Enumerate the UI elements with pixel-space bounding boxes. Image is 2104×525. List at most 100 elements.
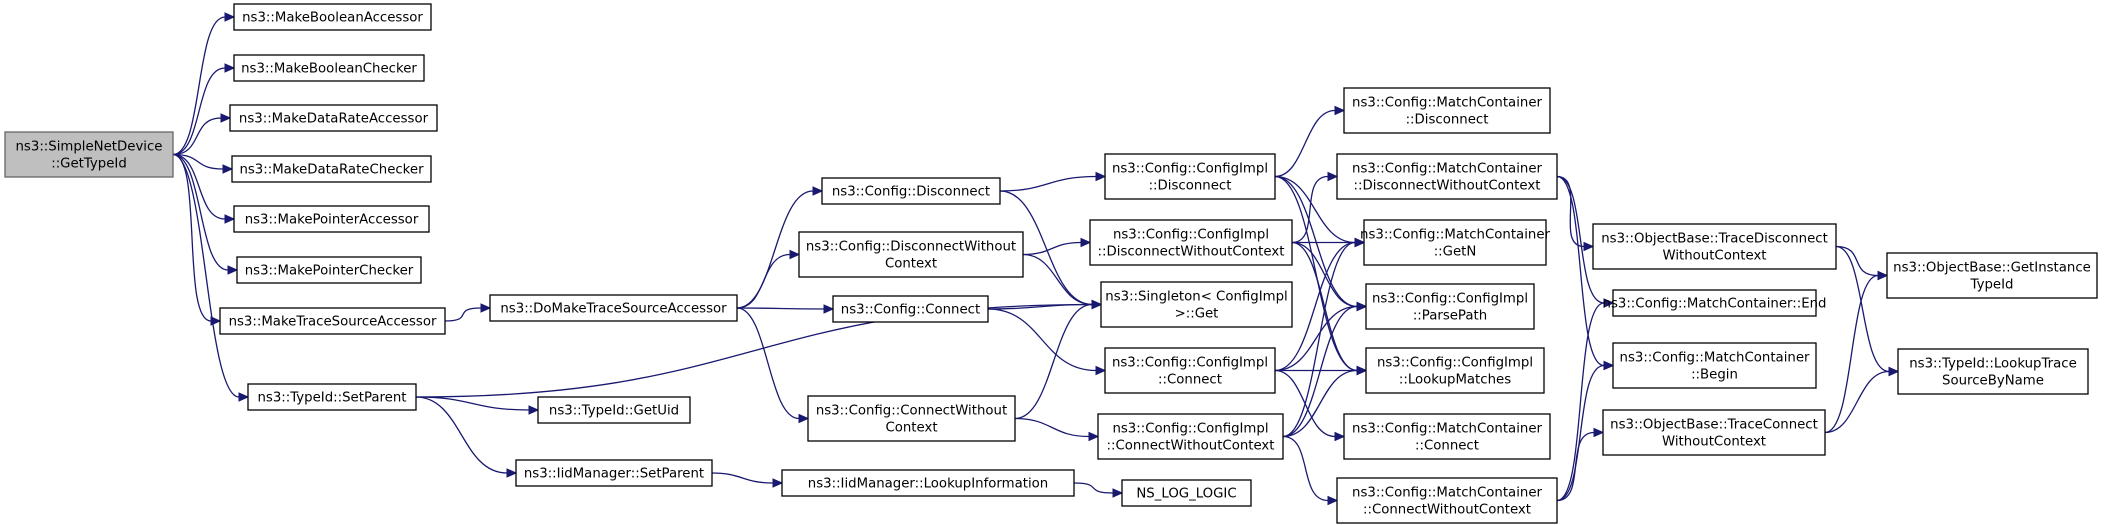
node-box-mcend[interactable] xyxy=(1612,289,1817,317)
edge-mcdwc-to-mcend xyxy=(1556,175,1605,304)
node-box-ccon[interactable] xyxy=(832,295,989,323)
node-label-ccon-line-0: ns3::Config::Connect xyxy=(841,303,980,318)
node-mdra[interactable]: ns3::MakeDataRateAccessor xyxy=(229,104,438,132)
node-box-mpc[interactable] xyxy=(236,256,422,284)
node-mdrc[interactable]: ns3::MakeDataRateChecker xyxy=(231,155,432,183)
node-mcgetn[interactable]: ns3::Config::MatchContainer::GetN xyxy=(1360,219,1551,266)
node-box-cicwc[interactable] xyxy=(1097,413,1284,460)
node-box-tsp[interactable] xyxy=(247,383,417,411)
node-label-mtsa-line-0: ns3::MakeTraceSourceAccessor xyxy=(229,315,437,330)
node-nslog[interactable]: NS_LOG_LOGIC xyxy=(1121,479,1252,507)
node-label-obgit-line-0: ns3::ObjectBase::GetInstance xyxy=(1893,261,2091,276)
arrowhead-root-to-mbc xyxy=(224,63,236,73)
node-box-cicon[interactable] xyxy=(1104,347,1276,394)
arrowhead-root-to-mpc xyxy=(227,265,239,275)
node-box-imsp[interactable] xyxy=(515,459,713,487)
node-box-mpa[interactable] xyxy=(233,205,430,233)
node-label-cidwc-line-0: ns3::Config::ConfigImpl xyxy=(1113,228,1269,243)
node-tsp[interactable]: ns3::TypeId::SetParent xyxy=(247,383,417,411)
node-mcbegin[interactable]: ns3::Config::MatchContainer::Begin xyxy=(1612,342,1817,389)
edge-cdis-to-cidis xyxy=(999,175,1097,192)
node-box-ciparse[interactable] xyxy=(1365,283,1535,330)
node-obtcwc[interactable]: ns3::ObjectBase::TraceConnectWithoutCont… xyxy=(1602,409,1826,456)
node-box-imli[interactable] xyxy=(781,469,1075,497)
node-box-mba[interactable] xyxy=(233,3,432,31)
node-cdwc[interactable]: ns3::Config::DisconnectWithoutContext xyxy=(798,231,1024,278)
node-mtsa[interactable]: ns3::MakeTraceSourceAccessor xyxy=(219,307,446,335)
node-box-mdrc[interactable] xyxy=(231,155,432,183)
node-label-mbc-line-0: ns3::MakeBooleanChecker xyxy=(241,62,417,77)
node-box-obtdwc[interactable] xyxy=(1592,223,1837,270)
arrowhead-cicwc-to-mccwc xyxy=(1327,495,1339,506)
node-mccon[interactable]: ns3::Config::MatchContainer::Connect xyxy=(1343,413,1551,460)
node-sget[interactable]: ns3::Singleton< ConfigImpl>::Get xyxy=(1100,281,1293,328)
arrowhead-cdwc-to-cidwc xyxy=(1080,237,1092,248)
node-box-nslog[interactable] xyxy=(1121,479,1252,507)
node-mcdwc[interactable]: ns3::Config::MatchContainer::DisconnectW… xyxy=(1336,153,1558,200)
node-box-mcdis[interactable] xyxy=(1343,87,1551,134)
node-mccwc[interactable]: ns3::Config::MatchContainer::ConnectWith… xyxy=(1336,477,1558,524)
node-mpa[interactable]: ns3::MakePointerAccessor xyxy=(233,205,430,233)
node-box-mcdwc[interactable] xyxy=(1336,153,1558,200)
edge-ccon-to-sget xyxy=(987,303,1093,310)
edge-imsp-to-imli xyxy=(711,472,774,484)
node-root[interactable]: ns3::SimpleNetDevice::GetTypeId xyxy=(4,131,174,178)
node-mpc[interactable]: ns3::MakePointerChecker xyxy=(236,256,422,284)
arrowhead-cidwc-to-mcdwc xyxy=(1327,171,1339,182)
node-box-tgu[interactable] xyxy=(537,396,691,424)
node-mba[interactable]: ns3::MakeBooleanAccessor xyxy=(233,3,432,31)
node-mcend[interactable]: ns3::Config::MatchContainer::End xyxy=(1603,289,1827,317)
node-cicwc[interactable]: ns3::Config::ConfigImpl::ConnectWithoutC… xyxy=(1097,413,1284,460)
node-cdis[interactable]: ns3::Config::Disconnect xyxy=(821,177,1001,205)
node-box-cidwc[interactable] xyxy=(1089,219,1293,266)
node-ccwc[interactable]: ns3::Config::ConnectWithoutContext xyxy=(807,395,1016,442)
arrowhead-cicwc-to-mcgetn xyxy=(1354,237,1366,248)
node-box-tlts[interactable] xyxy=(1897,348,2089,395)
edge-cicwc-to-mccwc xyxy=(1282,435,1329,502)
node-box-obtcwc[interactable] xyxy=(1602,409,1826,456)
node-box-cilookup[interactable] xyxy=(1365,347,1545,394)
node-box-mccon[interactable] xyxy=(1343,413,1551,460)
node-tgu[interactable]: ns3::TypeId::GetUid xyxy=(537,396,691,424)
node-box-mcgetn[interactable] xyxy=(1363,219,1547,266)
node-dmtsa[interactable]: ns3::DoMakeTraceSourceAccessor xyxy=(489,294,738,322)
node-mbc[interactable]: ns3::MakeBooleanChecker xyxy=(233,54,425,82)
node-ccon[interactable]: ns3::Config::Connect xyxy=(832,295,989,323)
node-label-nslog-line-0: NS_LOG_LOGIC xyxy=(1136,487,1236,502)
node-cilookup[interactable]: ns3::Config::ConfigImpl::LookupMatches xyxy=(1365,347,1545,394)
node-box-sget[interactable] xyxy=(1100,281,1293,328)
nodes-layer: ns3::SimpleNetDevice::GetTypeIdns3::Make… xyxy=(4,3,2098,524)
node-box-dmtsa[interactable] xyxy=(489,294,738,322)
node-box-mcbegin[interactable] xyxy=(1612,342,1817,389)
node-imsp[interactable]: ns3::IidManager::SetParent xyxy=(515,459,713,487)
node-label-obtcwc-line-0: ns3::ObjectBase::TraceConnect xyxy=(1610,418,1818,433)
node-box-cdis[interactable] xyxy=(821,177,1001,205)
node-box-mtsa[interactable] xyxy=(219,307,446,335)
node-obtdwc[interactable]: ns3::ObjectBase::TraceDisconnectWithoutC… xyxy=(1592,223,1837,270)
node-box-mbc[interactable] xyxy=(233,54,425,82)
edge-imli-to-nslog xyxy=(1073,482,1114,494)
node-mcdis[interactable]: ns3::Config::MatchContainer::Disconnect xyxy=(1343,87,1551,134)
arrowhead-tsp-to-imsp xyxy=(506,468,518,478)
edge-cidis-to-ciparse xyxy=(1274,175,1358,308)
arrowhead-tsp-to-tgu xyxy=(528,405,540,415)
edge-mccwc-to-mcend xyxy=(1556,302,1605,502)
node-ciparse[interactable]: ns3::Config::ConfigImpl::ParsePath xyxy=(1365,283,1535,330)
node-imli[interactable]: ns3::IidManager::LookupInformation xyxy=(781,469,1075,497)
node-box-root[interactable] xyxy=(4,131,174,178)
arrowhead-dmtsa-to-ccon xyxy=(823,304,835,314)
node-label-mpa-line-0: ns3::MakePointerAccessor xyxy=(245,213,419,228)
node-box-cdwc[interactable] xyxy=(798,231,1024,278)
node-cidwc[interactable]: ns3::Config::ConfigImpl::DisconnectWitho… xyxy=(1089,219,1293,266)
node-box-obgit[interactable] xyxy=(1886,252,2098,299)
node-cicon[interactable]: ns3::Config::ConfigImpl::Connect xyxy=(1104,347,1276,394)
node-box-ccwc[interactable] xyxy=(807,395,1016,442)
node-box-mdra[interactable] xyxy=(229,104,438,132)
edge-dmtsa-to-ccon xyxy=(736,307,825,310)
node-box-cidis[interactable] xyxy=(1104,153,1276,200)
node-cidis[interactable]: ns3::Config::ConfigImpl::Disconnect xyxy=(1104,153,1276,200)
node-box-mccwc[interactable] xyxy=(1336,477,1558,524)
